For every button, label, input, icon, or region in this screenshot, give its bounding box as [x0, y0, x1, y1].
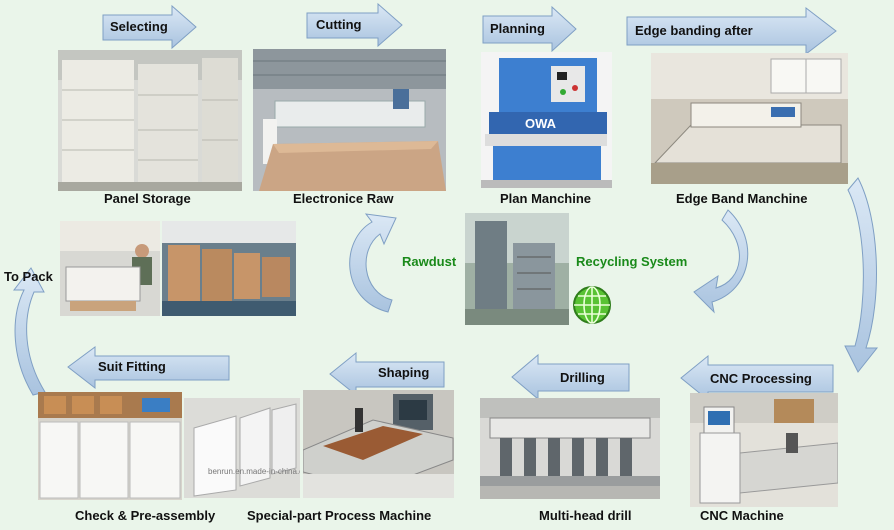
caption-multi-head-drill: Multi-head drill	[539, 508, 632, 523]
arrow-label-selecting: Selecting	[110, 19, 168, 34]
label-rawdust: Rawdust	[402, 254, 457, 269]
arrow-shaping	[329, 351, 445, 397]
curved-arrow-right	[844, 177, 879, 373]
caption-panel-storage: Panel Storage	[104, 191, 191, 206]
arrow-edge-banding	[626, 6, 837, 56]
photo-electronic-saw	[253, 49, 446, 191]
caption-check-pre-assembly: Check & Pre-assembly	[75, 508, 216, 523]
arrow-label-suit-fitting: Suit Fitting	[98, 359, 166, 374]
arrow-label-cutting: Cutting	[316, 17, 362, 32]
globe-icon	[572, 285, 612, 325]
caption-to-pack: To Pack	[4, 269, 53, 284]
caption-plan-machine: Plan Manchine	[500, 191, 592, 206]
photo-recycling-system	[465, 213, 569, 325]
arrow-label-cnc-processing: CNC Processing	[710, 371, 812, 386]
arrow-label-drilling: Drilling	[560, 370, 605, 385]
photo-check-pre-assembly	[38, 392, 182, 500]
watermark: benrun.en.made-in-china.com	[208, 467, 300, 476]
photo-to-pack-worker	[60, 221, 160, 316]
caption-cnc-machine: CNC Machine	[700, 508, 784, 523]
arrow-selecting	[102, 4, 197, 50]
photo-panel-storage	[58, 50, 242, 191]
photo-plan-machine: OWA	[481, 52, 612, 188]
photo-special-part-machine	[303, 390, 454, 498]
photo-cnc-machine	[690, 393, 838, 507]
label-recycling-system: Recycling System	[576, 254, 688, 269]
arrow-cnc-processing	[680, 354, 834, 402]
circular-arrow-right	[693, 209, 749, 314]
arrow-label-planning: Planning	[490, 21, 545, 36]
caption-electronic-raw: Electronice Raw	[293, 191, 394, 206]
arrow-drilling	[511, 353, 630, 401]
photo-edge-band-machine	[651, 53, 848, 184]
arrow-suit-fitting	[67, 346, 230, 390]
caption-edge-band-machine: Edge Band Manchine	[676, 191, 808, 206]
curved-arrow-left	[12, 267, 46, 396]
arrow-label-edge-banding: Edge banding after	[635, 23, 753, 38]
arrow-cutting	[306, 2, 403, 48]
plan-brand: OWA	[525, 116, 557, 131]
photo-to-pack-boxes	[162, 221, 296, 316]
photo-special-part-cabinets: benrun.en.made-in-china.com	[184, 398, 300, 498]
photo-multi-head-drill	[480, 398, 660, 499]
arrow-label-shaping: Shaping	[378, 365, 430, 380]
arrow-planning	[482, 5, 577, 53]
caption-special-part: Special-part Process Machine	[247, 508, 432, 523]
circular-arrow-left	[349, 213, 397, 313]
